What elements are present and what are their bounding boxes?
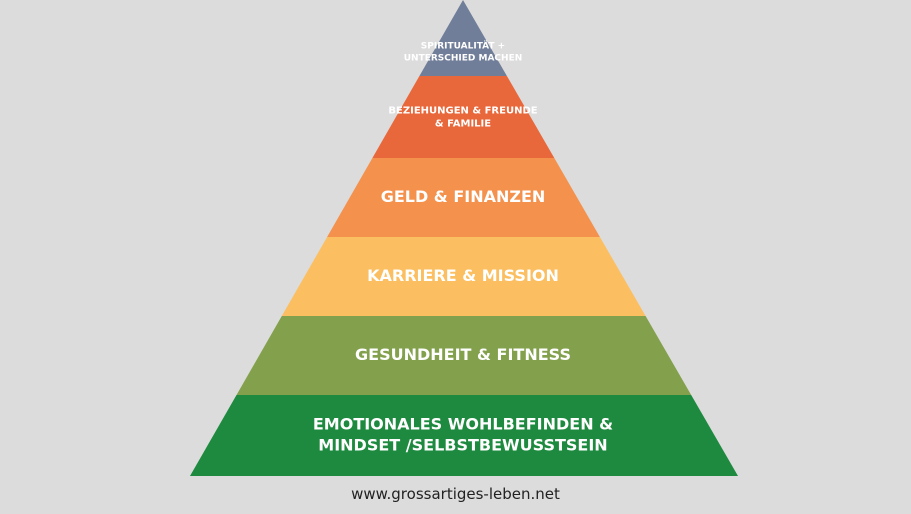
pyramid-label-geld-line-1: GELD & FINANZEN bbox=[381, 187, 546, 206]
website-url: www.grossartiges-leben.net bbox=[351, 485, 560, 503]
pyramid-level-spiritualitaet: SPIRITUALITÄT + UNTERSCHIED MACHEN bbox=[404, 0, 523, 76]
pyramid-label-emotionales-line-1: EMOTIONALES WOHLBEFINDEN & bbox=[313, 415, 613, 434]
pyramid-layer-shape bbox=[372, 76, 555, 158]
pyramid-label-emotionales-line-2: MINDSET /SELBSTBEWUSSTSEIN bbox=[318, 436, 607, 455]
pyramid-label-beziehungen-line-2: & FAMILIE bbox=[435, 119, 491, 130]
pyramid-level-geld: GELD & FINANZEN bbox=[327, 158, 600, 237]
pyramid-label-beziehungen-line-1: BEZIEHUNGEN & FREUNDE bbox=[388, 106, 537, 117]
pyramid-level-emotionales: EMOTIONALES WOHLBEFINDEN & MINDSET /SELBS… bbox=[190, 395, 738, 476]
pyramid-label-spiritualitaet-line-1: SPIRITUALITÄT + bbox=[421, 41, 505, 52]
pyramid-layer-shape bbox=[236, 316, 692, 395]
pyramid-level-beziehungen: BEZIEHUNGEN & FREUNDE & FAMILIE bbox=[372, 76, 555, 158]
pyramid-label-gesundheit-line-1: GESUNDHEIT & FITNESS bbox=[355, 345, 571, 364]
pyramid-label-spiritualitaet-line-2: UNTERSCHIED MACHEN bbox=[404, 54, 523, 64]
pyramid-layer-shape bbox=[419, 0, 507, 76]
pyramid-label-karriere-line-1: KARRIERE & MISSION bbox=[367, 266, 559, 285]
pyramid-level-karriere: KARRIERE & MISSION bbox=[281, 237, 646, 316]
pyramid-layer-shape bbox=[281, 237, 646, 316]
pyramid-layer-shape bbox=[190, 395, 738, 476]
pyramid-layer-shape bbox=[327, 158, 600, 237]
pyramid-level-gesundheit: GESUNDHEIT & FITNESS bbox=[236, 316, 692, 395]
